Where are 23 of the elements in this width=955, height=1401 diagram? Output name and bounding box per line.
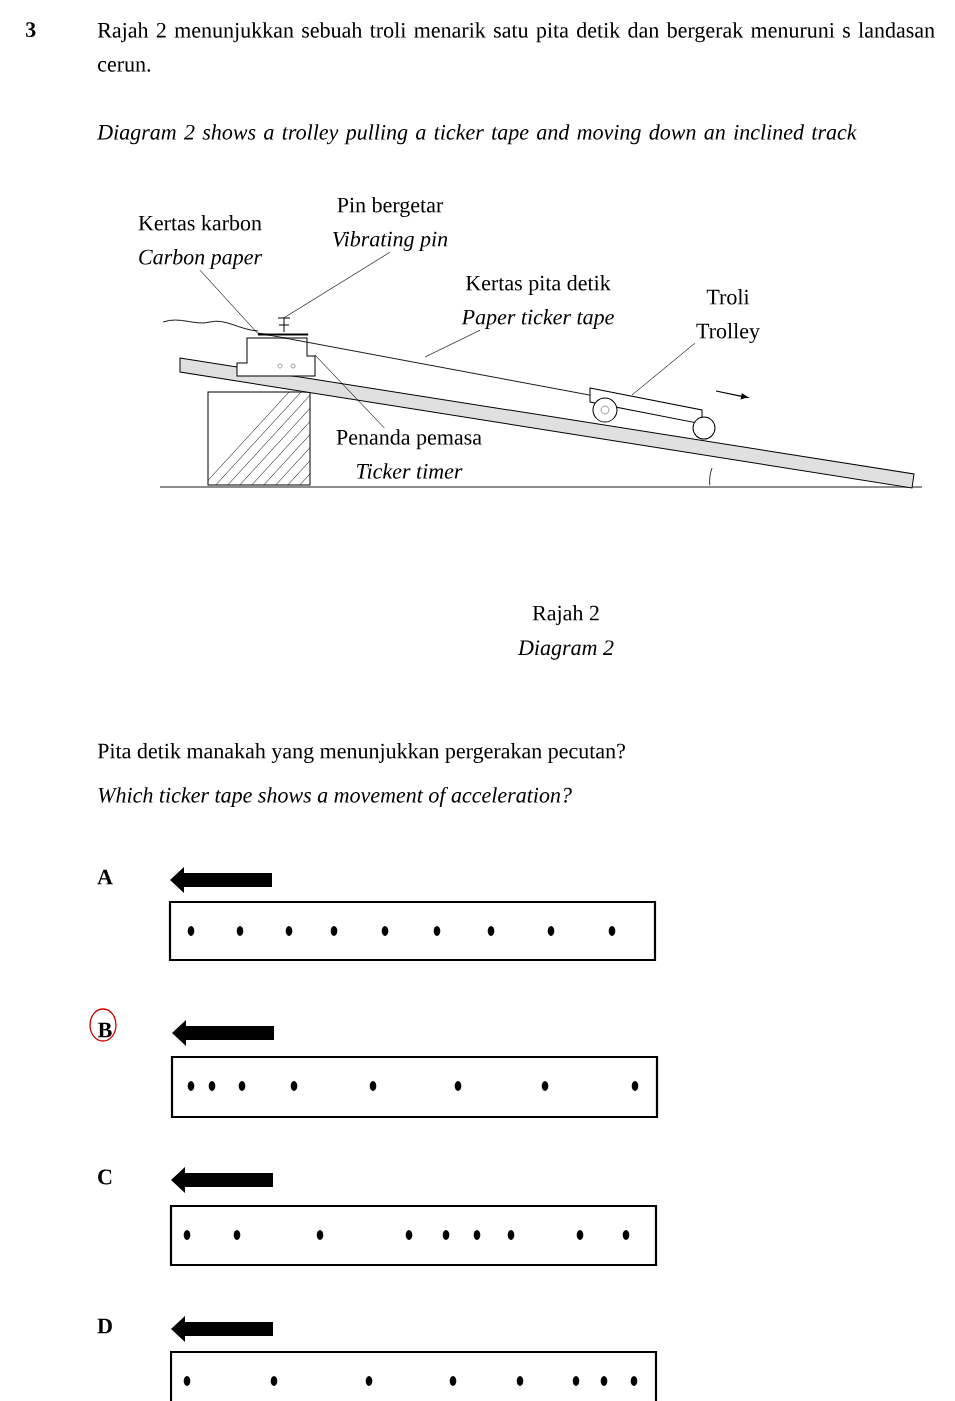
part-label: Pin bergetar Vibrating pin [333, 197, 448, 251]
option-letter: B [98, 1022, 112, 1038]
leader-line [199, 269, 259, 334]
question-text: Which ticker tape shows a movement of acceleration? [98, 786, 572, 808]
question-text: Diagram 2 shows a trolley pulling a ticker tape and moving down an inclined track [96, 124, 857, 145]
part-label: Kertas pita detik Paper ticker tape [461, 275, 614, 329]
option-letter: C [98, 1169, 112, 1185]
question-number: 3 [26, 22, 36, 37]
part-label: Troli Trolley [696, 289, 760, 343]
leader-line [283, 251, 391, 319]
leader-line [424, 329, 481, 358]
carbon-paper-strip [257, 333, 309, 336]
option-letter: D [97, 1318, 112, 1334]
diagram-caption: Rajah 2 [532, 605, 599, 625]
leader-line [631, 342, 696, 396]
part-label: Kertas karbon Carbon paper [138, 215, 263, 269]
question-text: Rajah 2 menunjukkan sebuah troli menarik satu pita detik dan bergerak menuruni s landasan cerun. [97, 22, 935, 72]
vibrating-pin-drawing [277, 317, 291, 333]
leader-line [314, 354, 385, 429]
option-letter: A [97, 869, 113, 885]
question-text: Pita detik manakah yang menunjukkan pergerakan pecutan? [97, 743, 625, 763]
diagram-caption: Diagram 2 [517, 640, 614, 660]
part-label: Penanda pemasa Ticker timer [336, 429, 482, 479]
